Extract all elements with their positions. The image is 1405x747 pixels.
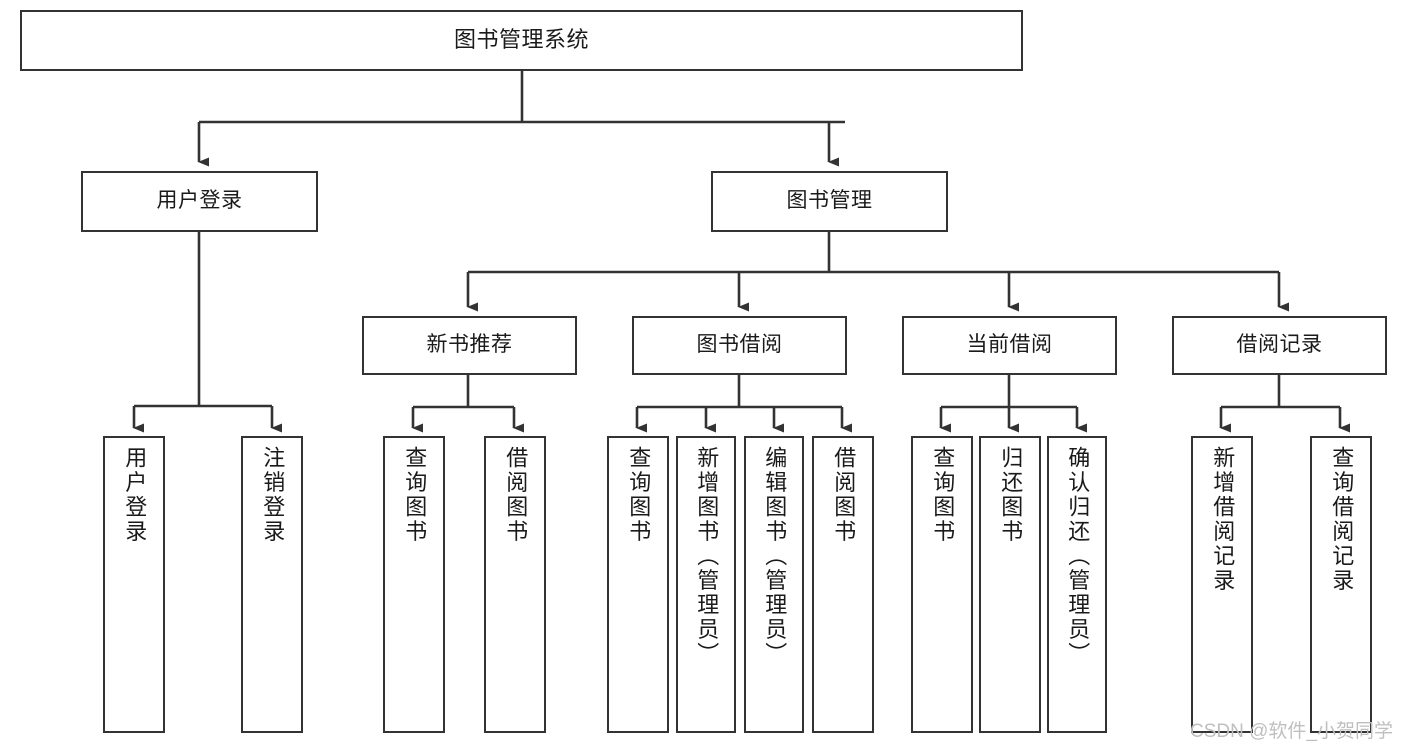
node-leaf-query-borrow-record[interactable]: 查询借阅记录 [1310, 436, 1372, 733]
node-leaf-borrow-book-1[interactable]: 借阅图书 [484, 436, 546, 733]
node-book-borrow-label: 图书借阅 [696, 333, 783, 357]
node-book-borrow[interactable]: 图书借阅 [632, 316, 847, 375]
node-leaf-logout-login[interactable]: 注销登录 [241, 436, 303, 733]
node-borrow-record-label: 借阅记录 [1236, 333, 1323, 357]
node-book-management-label: 图书管理 [786, 189, 873, 213]
node-leaf-borrow-book-1-label: 借阅图书 [503, 446, 529, 544]
node-leaf-return-book[interactable]: 归还图书 [979, 436, 1041, 733]
node-leaf-borrow-book-2[interactable]: 借阅图书 [812, 436, 874, 733]
node-leaf-user-login[interactable]: 用户登录 [103, 436, 165, 733]
node-new-book-recommend-label: 新书推荐 [426, 333, 513, 357]
node-leaf-confirm-return-label: 确认归还（管理员） [1065, 446, 1091, 667]
csdn-watermark: CSDN @软件_小贺同学 [1190, 721, 1393, 742]
node-root-label: 图书管理系统 [453, 27, 589, 53]
node-leaf-query-book-1[interactable]: 查询图书 [383, 436, 445, 733]
node-current-borrow[interactable]: 当前借阅 [902, 316, 1117, 375]
node-leaf-add-book-label: 新增图书（管理员） [694, 446, 720, 667]
node-leaf-query-book-3[interactable]: 查询图书 [911, 436, 973, 733]
node-leaf-user-login-label: 用户登录 [122, 446, 148, 544]
node-borrow-record[interactable]: 借阅记录 [1172, 316, 1387, 375]
node-leaf-edit-book-label: 编辑图书（管理员） [762, 446, 788, 667]
node-leaf-logout-login-label: 注销登录 [260, 446, 286, 544]
node-leaf-add-book[interactable]: 新增图书（管理员） [676, 436, 736, 733]
node-leaf-query-book-3-label: 查询图书 [930, 446, 956, 544]
node-leaf-return-book-label: 归还图书 [998, 446, 1024, 544]
node-leaf-add-borrow-record-label: 新增借阅记录 [1210, 446, 1236, 593]
node-leaf-query-book-2-label: 查询图书 [626, 446, 652, 544]
node-user-login[interactable]: 用户登录 [81, 171, 318, 232]
node-current-borrow-label: 当前借阅 [966, 333, 1053, 357]
node-leaf-confirm-return[interactable]: 确认归还（管理员） [1047, 436, 1107, 733]
node-book-management[interactable]: 图书管理 [711, 171, 948, 232]
node-leaf-query-borrow-record-label: 查询借阅记录 [1329, 446, 1355, 593]
node-leaf-query-book-2[interactable]: 查询图书 [607, 436, 669, 733]
node-user-login-label: 用户登录 [156, 189, 243, 213]
node-leaf-borrow-book-2-label: 借阅图书 [831, 446, 857, 544]
node-new-book-recommend[interactable]: 新书推荐 [362, 316, 577, 375]
node-leaf-add-borrow-record[interactable]: 新增借阅记录 [1191, 436, 1253, 733]
node-leaf-edit-book[interactable]: 编辑图书（管理员） [744, 436, 804, 733]
node-root[interactable]: 图书管理系统 [20, 10, 1023, 71]
node-leaf-query-book-1-label: 查询图书 [402, 446, 428, 544]
